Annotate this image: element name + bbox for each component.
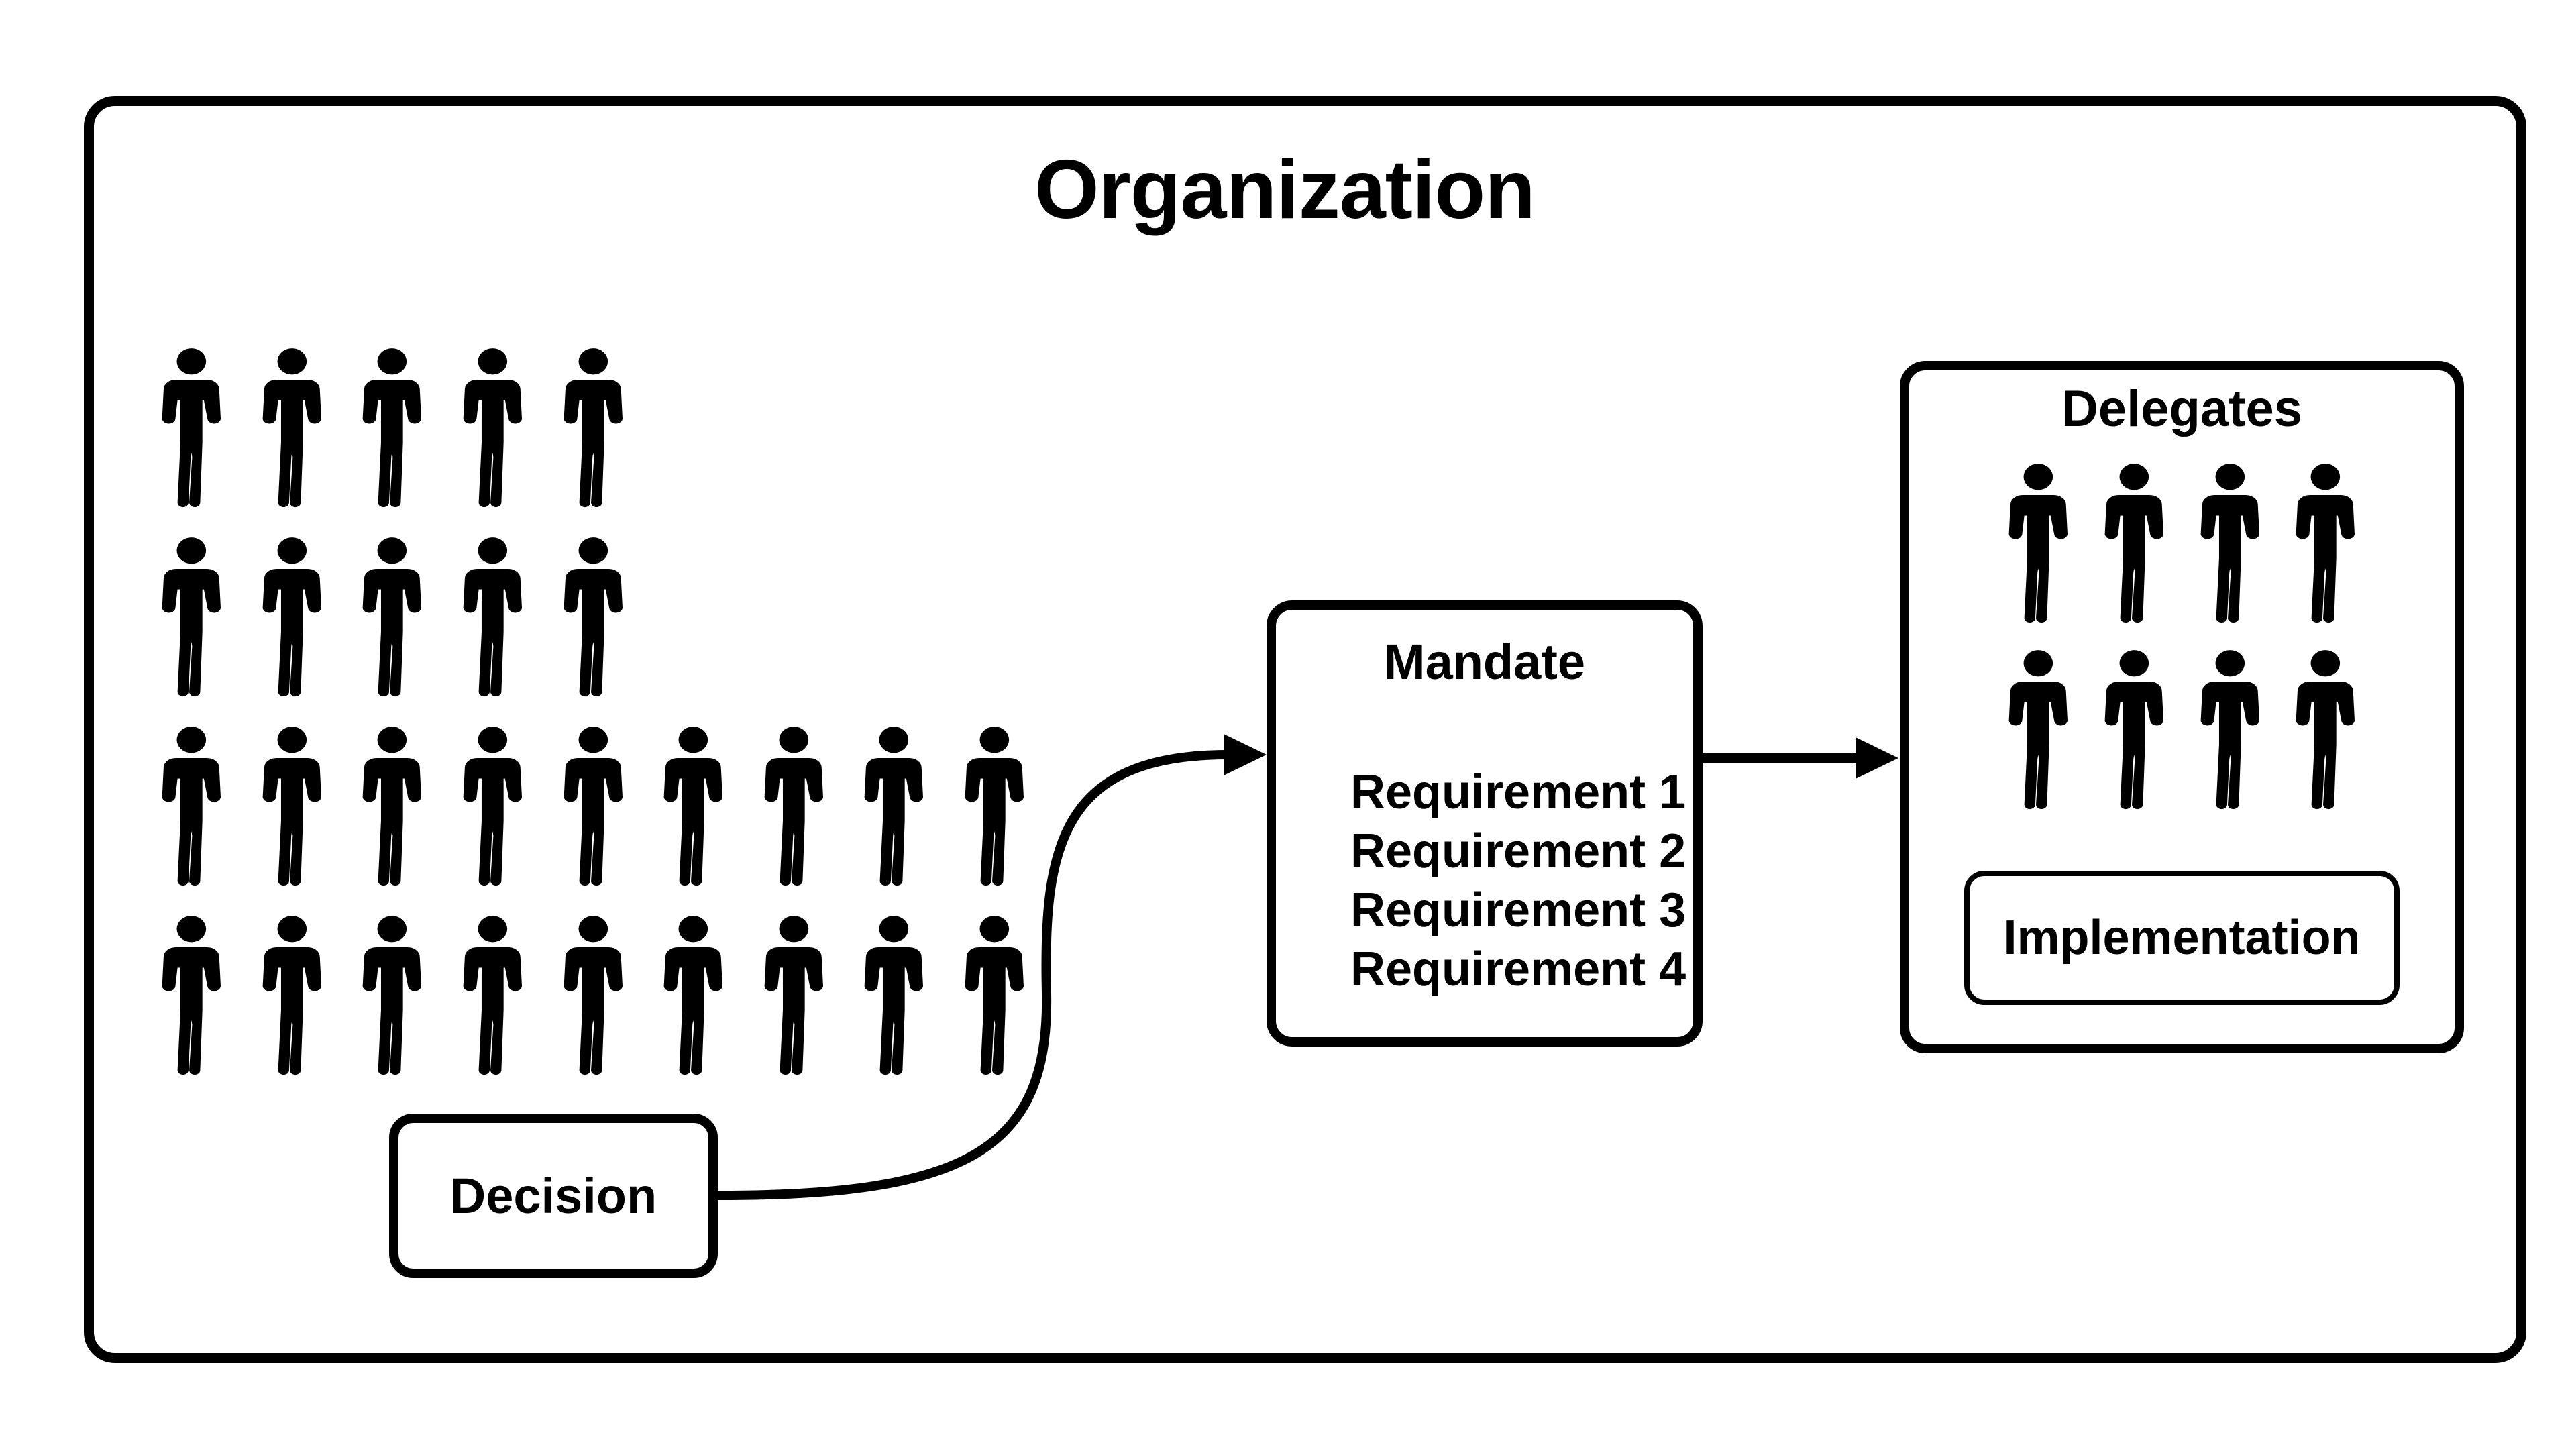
decision-to-mandate-arrowhead-icon [1224,734,1267,775]
mandate-node [1267,600,1703,1046]
delegates-people-row [1900,463,2464,625]
person-icon [2290,463,2361,625]
decision-to-mandate-arrow [717,750,1228,1200]
person-icon [2290,649,2361,812]
mandate-title: Mandate [1383,634,1586,690]
mandate-to-delegates-arrowhead-icon [1856,737,1898,779]
requirement-item: Requirement 1 [1350,765,1686,819]
person-icon [2003,649,2074,812]
requirement-item: Requirement 3 [1350,883,1686,937]
requirement-item: Requirement 4 [1350,943,1686,996]
implementation-label: Implementation [2003,911,2361,965]
organization-title: Organization [1034,144,1536,236]
person-icon [2003,463,2074,625]
person-icon [2195,649,2265,812]
delegates-title: Delegates [2061,380,2303,437]
person-icon [2099,649,2169,812]
requirement-item: Requirement 2 [1350,824,1686,878]
decision-node: Decision [389,1114,718,1278]
implementation-node: Implementation [1964,871,2400,1005]
decision-label: Decision [449,1168,657,1224]
delegates-people-row [1900,649,2464,812]
person-icon [2195,463,2265,625]
person-icon [2099,463,2169,625]
